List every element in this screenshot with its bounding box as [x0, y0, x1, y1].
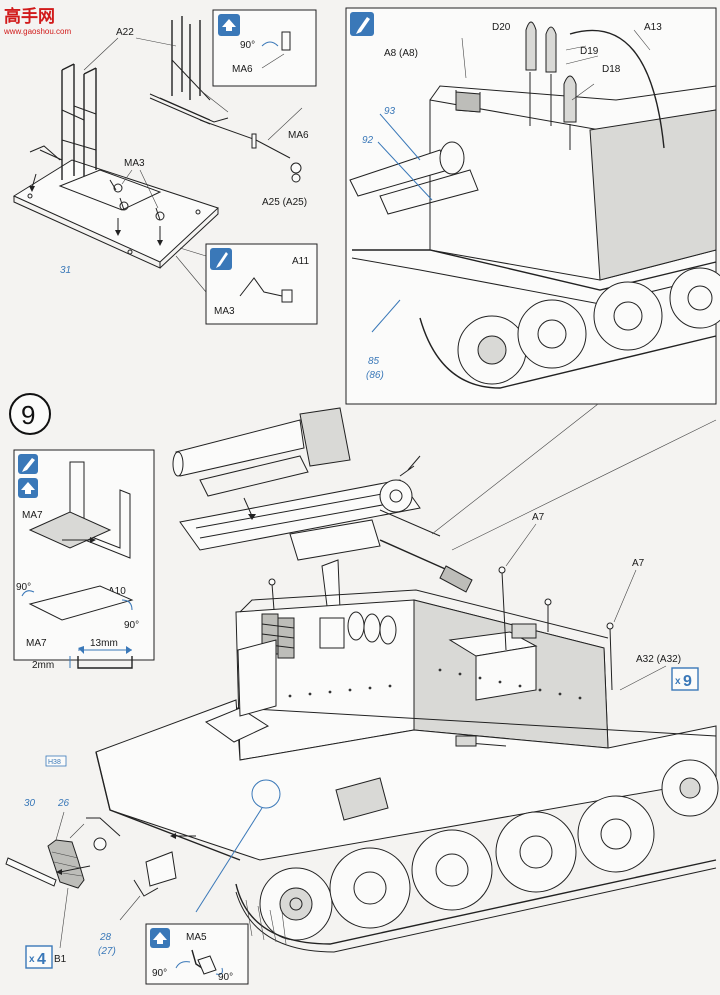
label-85: 85	[368, 356, 380, 367]
inset-bottom-part: A11	[292, 256, 309, 267]
label-26: 26	[57, 798, 70, 809]
label-31: 31	[60, 265, 71, 276]
label-a8: A8 (A8)	[384, 48, 418, 59]
label-ma7-1: MA7	[22, 510, 43, 521]
multiplier-badge-left: x 4	[25, 945, 53, 969]
svg-text:x: x	[675, 676, 681, 687]
label-27: (27)	[98, 946, 116, 957]
label-a13: A13	[644, 22, 662, 33]
inset-top-part: MA6	[232, 64, 253, 75]
inset-bottom-angle-left: 90°	[152, 968, 167, 979]
label-a7-1: A7	[532, 512, 545, 523]
label-angle-left: 90°	[16, 582, 31, 593]
watermark-logo: 高手网 www.gaoshou.com	[2, 4, 74, 38]
main-assembly: A7 A7 A32 (A32) 30 26 28 (27) B1 x 9 x 4…	[5, 403, 719, 969]
label-d20: D20	[492, 22, 511, 33]
step-number-badge: 9	[9, 393, 51, 435]
glue-icon	[210, 248, 232, 270]
label-92: 92	[362, 135, 374, 146]
label-a22: A22	[116, 27, 134, 38]
track-links-part	[47, 839, 85, 889]
inset-top-angle: 90°	[240, 40, 255, 51]
multiplier-right: 9	[683, 673, 692, 690]
road-wheels-top	[457, 267, 720, 385]
label-d18: D18	[602, 64, 621, 75]
left-inset-ma7: MA7 A10 90° 90° MA7 13mm 2mm	[13, 449, 155, 671]
top-left-subassembly: A22 MA3 MA6 A25 (A25) 31	[12, 16, 309, 293]
label-30: 30	[24, 798, 36, 809]
ammo-racks	[261, 611, 397, 659]
tag-h38-text: H38	[48, 759, 61, 766]
label-d19: D19	[580, 46, 599, 57]
inset-bottom-ma5-part: MA5	[186, 932, 207, 943]
track-links	[245, 899, 287, 945]
bottom-inset-ma5: MA5 90° 90°	[145, 923, 249, 985]
rivets	[288, 668, 582, 700]
label-dim-height: 2mm	[32, 660, 54, 671]
label-a10: A10	[108, 586, 126, 597]
label-a25: A25 (A25)	[262, 197, 307, 208]
label-a7-2: A7	[632, 558, 645, 569]
multiplier-left: 4	[37, 951, 46, 968]
road-wheels-main	[259, 759, 719, 941]
label-a32: A32 (A32)	[636, 654, 681, 665]
multiplier-badge-right: x 9	[671, 667, 699, 691]
watermark-url: www.gaoshou.com	[3, 27, 71, 36]
svg-text:x: x	[29, 954, 35, 965]
top-right-inset: D20 D19 D18 A13 A8 (A8) 93 92 85 (86)	[345, 7, 720, 405]
label-93: 93	[384, 106, 396, 117]
label-ma3-top: MA3	[124, 158, 145, 169]
inset-top-ma6: 90° MA6	[212, 9, 317, 87]
inset-bottom-angle-right: 90°	[218, 972, 233, 983]
watermark-text: 高手网	[4, 6, 55, 27]
base-plate	[12, 159, 219, 263]
label-dim-width: 13mm	[90, 638, 118, 649]
step-number: 9	[21, 400, 35, 430]
inset-bottom-sub: MA3	[214, 306, 235, 317]
label-28: 28	[99, 932, 112, 943]
tag-h38: H38	[45, 755, 67, 767]
label-86: (86)	[366, 370, 384, 381]
label-ma6: MA6	[288, 130, 309, 141]
label-b1: B1	[54, 954, 67, 965]
inset-bottom-a11: A11 MA3	[205, 243, 318, 325]
glue-icon-top-right	[350, 12, 374, 36]
label-ma7-2: MA7	[26, 638, 47, 649]
label-angle-right: 90°	[124, 620, 139, 631]
